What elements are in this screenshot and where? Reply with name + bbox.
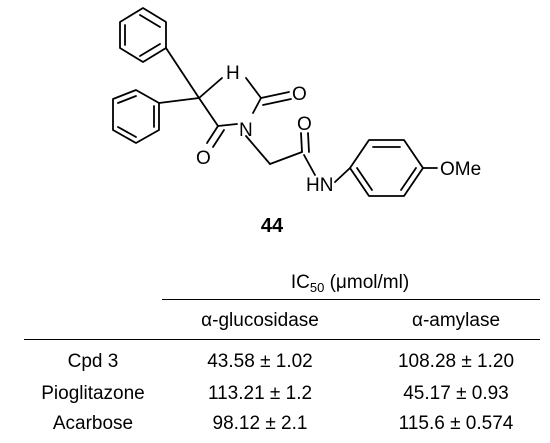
compound-number: 44 xyxy=(261,215,284,237)
atom-ome: OMe xyxy=(440,159,481,180)
cell-amylase: 108.28 ± 1.20 xyxy=(397,351,515,372)
atom-hn-amide: HN xyxy=(306,175,333,196)
cell-amylase: 115.6 ± 0.574 xyxy=(398,413,514,434)
atom-o-amide: O xyxy=(297,114,312,135)
column-header-glucosidase: α-glucosidase xyxy=(201,310,319,331)
phenyl-ring-lower xyxy=(112,89,160,144)
atom-o-top: O xyxy=(292,84,307,105)
chemical-structure: H N O O O HN OMe 44 xyxy=(112,7,481,237)
row-name: Cpd 3 xyxy=(67,351,119,372)
table-top-rule xyxy=(162,299,540,300)
cell-glucosidase: 113.21 ± 1.2 xyxy=(207,383,313,404)
cell-amylase: 45.17 ± 0.93 xyxy=(403,383,509,404)
atom-o-left: O xyxy=(196,148,211,169)
methoxyphenyl-ring xyxy=(349,139,424,197)
table-mid-rule xyxy=(24,339,540,340)
row-name: Pioglitazone xyxy=(41,383,145,404)
cell-glucosidase: 98.12 ± 2.1 xyxy=(212,413,308,434)
column-header-amylase: α-amylase xyxy=(411,310,501,331)
cell-glucosidase: 43.58 ± 1.02 xyxy=(207,351,313,372)
table-header-ic50: IC50 (μmol/ml) xyxy=(290,272,410,295)
phenyl-ring-upper xyxy=(119,7,167,63)
atom-n-ring: N xyxy=(239,120,253,141)
atom-nh-h: H xyxy=(226,63,240,84)
row-name: Acarbose xyxy=(52,413,134,434)
